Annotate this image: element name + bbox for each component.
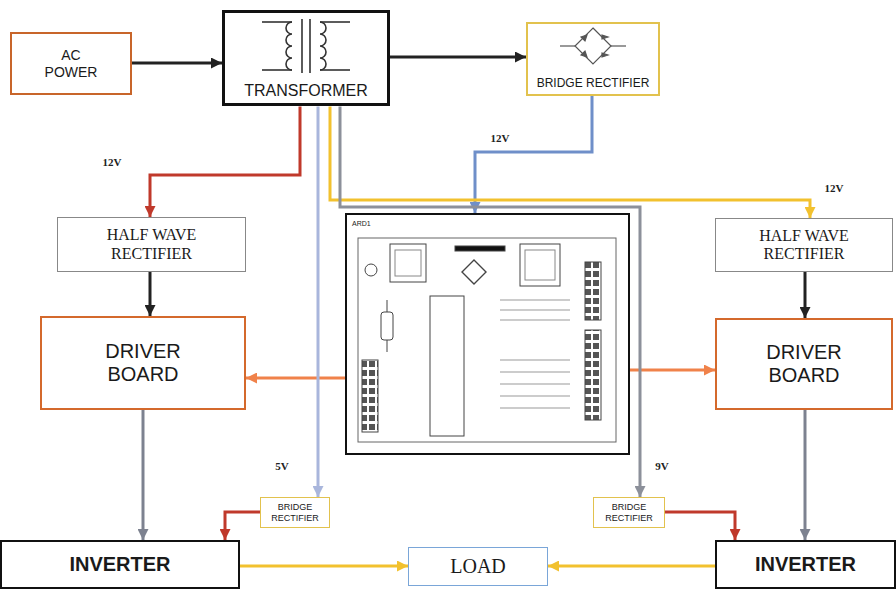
node-label: AC POWER (36, 47, 106, 79)
connector-arrow (804, 272, 807, 318)
connector-arrow (665, 512, 735, 540)
connector-arrow (475, 96, 592, 213)
arduino-board (358, 238, 616, 442)
transformer-symbol (262, 19, 350, 73)
connector-arrow (225, 512, 260, 540)
node-label: HALF WAVE RECTIFIER (744, 227, 864, 264)
connector-arrow (246, 377, 345, 380)
connector-arrow (804, 410, 807, 540)
node-label: ARD1 (352, 220, 371, 228)
voltage-label: 12V (823, 182, 846, 195)
connector-arrow (142, 410, 145, 540)
driver-box: DRIVER BOARD (715, 318, 893, 410)
connector-arrow (330, 106, 810, 218)
connector-arrow (390, 56, 526, 59)
rectifier-box: BRIDGE RECTIFIER (593, 497, 665, 528)
voltage-label: 12V (489, 132, 512, 145)
node-label: BRIDGE RECTIFIER (265, 502, 325, 523)
source-box: AC POWER (10, 32, 132, 95)
node-label: HALF WAVE RECTIFIER (92, 226, 212, 263)
inverter-box: INVERTER (0, 540, 240, 589)
driver-box: DRIVER BOARD (40, 316, 246, 410)
node-label: TRANSFORMER (244, 82, 368, 100)
controller-board: ARD1 (345, 213, 630, 455)
rectifier-box: HALF WAVE RECTIFIER (57, 217, 246, 272)
rectifier-box: BRIDGE RECTIFIER (526, 22, 660, 96)
voltage-label: 12V (101, 156, 124, 169)
voltage-label: 5V (273, 460, 290, 473)
connector-arrow (149, 272, 152, 316)
voltage-label: 9V (653, 460, 670, 473)
node-label: BRIDGE RECTIFIER (537, 77, 650, 91)
rectifier-box: HALF WAVE RECTIFIER (715, 218, 893, 272)
connector-arrow (317, 106, 320, 497)
node-label: INVERTER (755, 553, 856, 576)
connector-arrow (548, 565, 715, 568)
load-box: LOAD (408, 547, 548, 586)
rectifier-box: BRIDGE RECTIFIER (260, 497, 330, 528)
inverter-box: INVERTER (715, 540, 896, 589)
connector-arrow (340, 106, 640, 497)
connector-arrow (132, 62, 222, 65)
node-label: BRIDGE RECTIFIER (599, 502, 659, 523)
node-label: DRIVER BOARD (68, 340, 218, 386)
connector-arrow (630, 369, 715, 372)
node-label: DRIVER BOARD (729, 341, 879, 387)
bridge-rectifier-symbol (560, 28, 626, 64)
connector-arrow (240, 565, 408, 568)
node-label: LOAD (450, 555, 506, 578)
connector-arrow (150, 106, 300, 217)
transformer-box: TRANSFORMER (222, 10, 390, 106)
node-label: INVERTER (69, 553, 170, 576)
